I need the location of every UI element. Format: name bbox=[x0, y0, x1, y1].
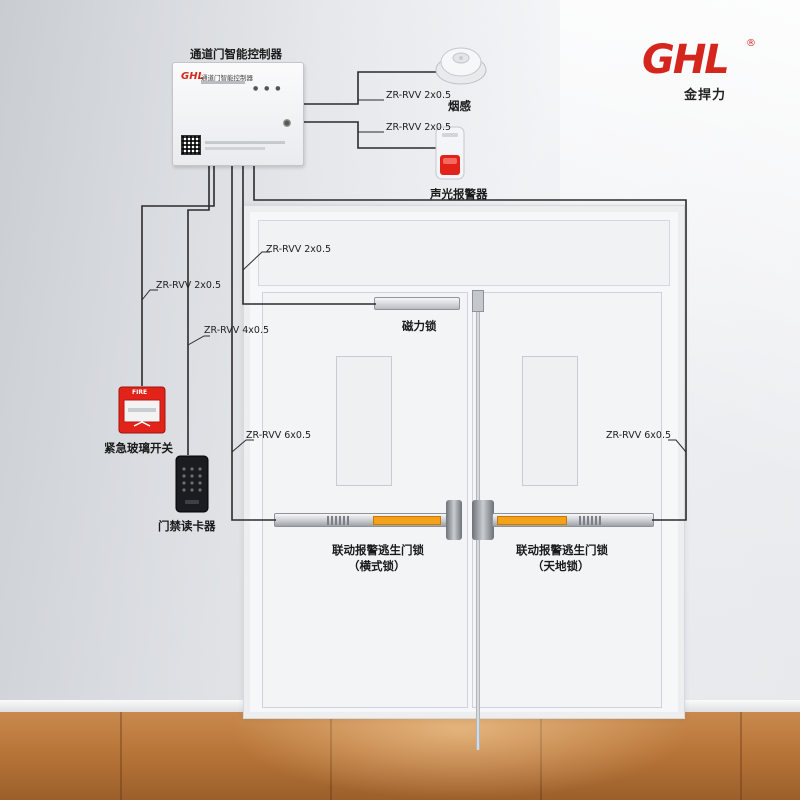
rod-top-bolt bbox=[472, 290, 484, 312]
wire-left-lock bbox=[231, 164, 276, 521]
controller-panel-name: 通道门智能控制器 bbox=[201, 74, 253, 82]
leader-reader bbox=[187, 335, 210, 346]
cable-label-reader: ZR-RVV 4x0.5 bbox=[204, 325, 270, 336]
floor-seam bbox=[120, 712, 122, 800]
wire-smoke bbox=[300, 71, 436, 105]
key-switch-icon bbox=[283, 119, 291, 127]
door-transom bbox=[258, 220, 670, 286]
bar-vents bbox=[579, 516, 601, 525]
card-reader-icon bbox=[175, 455, 209, 513]
panic-bar-right bbox=[492, 513, 654, 527]
strobe-siren-icon bbox=[435, 126, 465, 180]
card-reader-label: 门禁读卡器 bbox=[158, 519, 216, 533]
vertical-rod-upper bbox=[476, 296, 480, 506]
leader-glass bbox=[141, 289, 158, 301]
led-indicators: ● ● ● bbox=[253, 85, 283, 92]
wire-card-reader bbox=[187, 164, 210, 455]
smoke-detector-label: 烟感 bbox=[448, 99, 471, 113]
smart-controller-box: GHL 通道门智能控制器 ● ● ● bbox=[172, 62, 304, 166]
controller-panel-model-line bbox=[201, 81, 245, 84]
floor-seam bbox=[740, 712, 742, 800]
panic-bar-right-head bbox=[472, 500, 494, 540]
smoke-detector-icon bbox=[435, 47, 487, 85]
emergency-glass-switch-icon bbox=[118, 386, 166, 434]
panic-bar-left-head bbox=[446, 500, 462, 540]
wire-glass-break bbox=[141, 164, 215, 386]
controller-panel-logo: GHL bbox=[181, 71, 204, 82]
cable-label-right-lock: ZR-RVV 6x0.5 bbox=[606, 430, 672, 441]
brand-logo-text: 金捍力 bbox=[684, 88, 727, 103]
brand-logo: GHL ® 金捍力 bbox=[642, 37, 756, 103]
glass-switch-label: 紧急玻璃开关 bbox=[104, 441, 173, 455]
qr-code-icon bbox=[181, 135, 201, 155]
leader-right-lock bbox=[668, 439, 687, 453]
right-lock-label-line1: 联动报警逃生门锁 bbox=[516, 543, 608, 557]
wire-right-lock bbox=[253, 164, 687, 521]
right-lock-label-line2: （天地锁） bbox=[532, 559, 590, 573]
magnetic-lock-label: 磁力锁 bbox=[402, 319, 437, 333]
controller-title: 通道门智能控制器 bbox=[190, 47, 282, 61]
bar-vents bbox=[327, 516, 349, 525]
leader-left-lock bbox=[231, 439, 254, 453]
left-lock-label-line2: （横式锁） bbox=[348, 559, 406, 573]
vision-panel-left bbox=[336, 356, 392, 486]
leader-maglock bbox=[242, 251, 270, 271]
bar-warning-label bbox=[373, 516, 441, 525]
left-lock-label-line1: 联动报警逃生门锁 bbox=[332, 543, 424, 557]
cable-label-maglock: ZR-RVV 2x0.5 bbox=[266, 244, 332, 255]
controller-footer-line bbox=[205, 141, 285, 144]
controller-footer-line bbox=[205, 147, 265, 150]
cable-label-siren: ZR-RVV 2x0.5 bbox=[386, 122, 452, 133]
vertical-rod-lower bbox=[476, 530, 480, 750]
fire-text: FIRE bbox=[132, 389, 148, 396]
cable-label-glass: ZR-RVV 2x0.5 bbox=[156, 280, 222, 291]
floor-reflection bbox=[230, 712, 690, 800]
siren-label: 声光报警器 bbox=[430, 187, 488, 201]
brand-logo-mark: GHL bbox=[642, 37, 730, 83]
wire-siren bbox=[300, 121, 436, 149]
cable-label-left-lock: ZR-RVV 6x0.5 bbox=[246, 430, 312, 441]
registered-mark: ® bbox=[746, 38, 756, 49]
bar-warning-label bbox=[497, 516, 567, 525]
cable-label-smoke: ZR-RVV 2x0.5 bbox=[386, 90, 452, 101]
wire-maglock bbox=[242, 164, 376, 305]
vision-panel-right bbox=[522, 356, 578, 486]
